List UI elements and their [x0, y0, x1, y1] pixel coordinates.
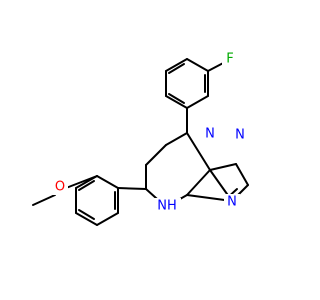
- bond: [168, 63, 185, 74]
- bond: [145, 144, 167, 166]
- bond: [209, 163, 237, 171]
- bond: [165, 58, 188, 72]
- bond: [117, 187, 147, 190]
- oxygen-label-group: O: [52, 179, 68, 195]
- bond: [96, 212, 119, 226]
- n-top-label: N: [235, 128, 245, 143]
- bond: [96, 175, 119, 189]
- n-right-label-group: N: [224, 194, 240, 210]
- n-bridge-label: N: [205, 127, 215, 142]
- bond: [32, 194, 56, 206]
- nh-label: NH: [157, 199, 177, 214]
- oxygen-label: O: [55, 180, 65, 195]
- fluorine-label-group: F: [222, 51, 238, 67]
- bond: [235, 163, 249, 186]
- bond: [186, 169, 211, 196]
- n-top-label-group: N: [232, 127, 248, 143]
- bond: [78, 180, 95, 191]
- molecule-structure: F O NH N N N: [32, 51, 249, 226]
- bond: [186, 58, 209, 72]
- bond: [65, 175, 98, 189]
- n-right-label: N: [227, 195, 237, 210]
- bond: [75, 212, 98, 226]
- bond: [186, 95, 209, 109]
- nh-label-group: NH: [153, 198, 181, 214]
- fluorine-label: F: [226, 52, 233, 67]
- bond: [78, 209, 95, 220]
- n-bridge-label-group: N: [202, 126, 218, 142]
- bond: [186, 132, 211, 171]
- bond: [168, 93, 185, 104]
- methoxyphenyl-ring: [32, 175, 147, 226]
- bond: [165, 132, 188, 146]
- fluorophenyl-ring: [165, 58, 230, 134]
- molecule-canvas: F O NH N N N: [32, 51, 249, 226]
- bond: [165, 95, 188, 109]
